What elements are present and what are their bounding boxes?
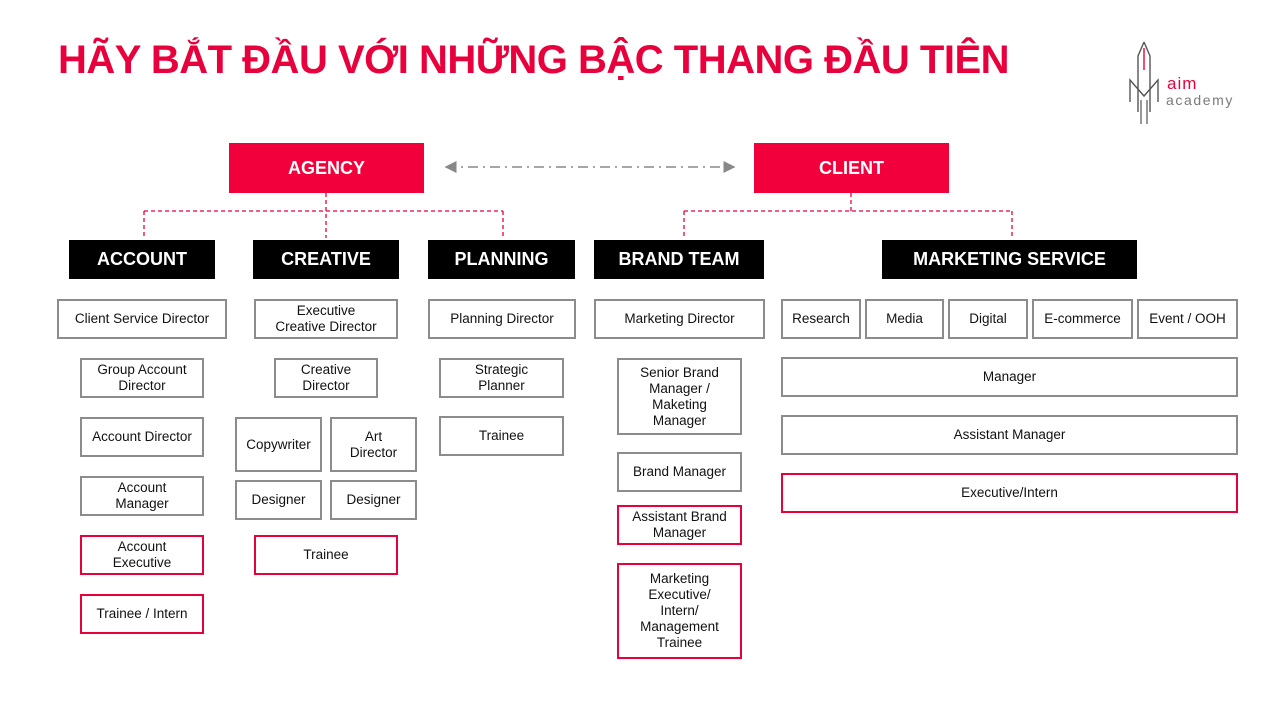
page-title: HÃY BẮT ĐẦU VỚI NHỮNG BẬC THANG ĐẦU TIÊN bbox=[58, 38, 1010, 82]
dept-brand-team: BRAND TEAM bbox=[594, 240, 764, 279]
role-designer-1: Designer bbox=[235, 480, 322, 520]
role-account-director: Account Director bbox=[80, 417, 204, 457]
area-media: Media bbox=[865, 299, 944, 339]
level-assistant-manager: Assistant Manager bbox=[781, 415, 1238, 455]
area-digital: Digital bbox=[948, 299, 1028, 339]
agency-box: AGENCY bbox=[229, 143, 424, 193]
area-event-ooh: Event / OOH bbox=[1137, 299, 1238, 339]
role-senior-brand-manager: Senior Brand Manager / Maketing Manager bbox=[617, 358, 742, 435]
logo-text-academy: academy bbox=[1166, 92, 1235, 108]
role-art-director: Art Director bbox=[330, 417, 417, 472]
role-account-manager: Account Manager bbox=[80, 476, 204, 516]
aim-academy-logo-icon bbox=[1129, 41, 1159, 124]
role-marketing-director: Marketing Director bbox=[594, 299, 765, 339]
role-creative-trainee: Trainee bbox=[254, 535, 398, 575]
role-trainee-intern: Trainee / Intern bbox=[80, 594, 204, 634]
role-assistant-brand-manager: Assistant Brand Manager bbox=[617, 505, 742, 545]
role-copywriter: Copywriter bbox=[235, 417, 322, 472]
level-manager: Manager bbox=[781, 357, 1238, 397]
role-designer-2: Designer bbox=[330, 480, 417, 520]
client-box: CLIENT bbox=[754, 143, 949, 193]
area-research: Research bbox=[781, 299, 861, 339]
role-planning-trainee: Trainee bbox=[439, 416, 564, 456]
role-client-service-director: Client Service Director bbox=[57, 299, 227, 339]
level-executive-intern: Executive/Intern bbox=[781, 473, 1238, 513]
area-e-commerce: E-commerce bbox=[1032, 299, 1133, 339]
role-account-executive: Account Executive bbox=[80, 535, 204, 575]
role-planning-director: Planning Director bbox=[428, 299, 576, 339]
dept-planning: PLANNING bbox=[428, 240, 575, 279]
role-group-account-director: Group Account Director bbox=[80, 358, 204, 398]
role-marketing-executive-intern: Marketing Executive/ Intern/ Management … bbox=[617, 563, 742, 659]
role-executive-creative-director: Executive Creative Director bbox=[254, 299, 398, 339]
role-strategic-planner: Strategic Planner bbox=[439, 358, 564, 398]
role-creative-director: Creative Director bbox=[274, 358, 378, 398]
role-brand-manager: Brand Manager bbox=[617, 452, 742, 492]
dept-creative: CREATIVE bbox=[253, 240, 399, 279]
logo-text-aim: aim bbox=[1167, 74, 1198, 93]
dept-account: ACCOUNT bbox=[69, 240, 215, 279]
dept-marketing-service: MARKETING SERVICE bbox=[882, 240, 1137, 279]
